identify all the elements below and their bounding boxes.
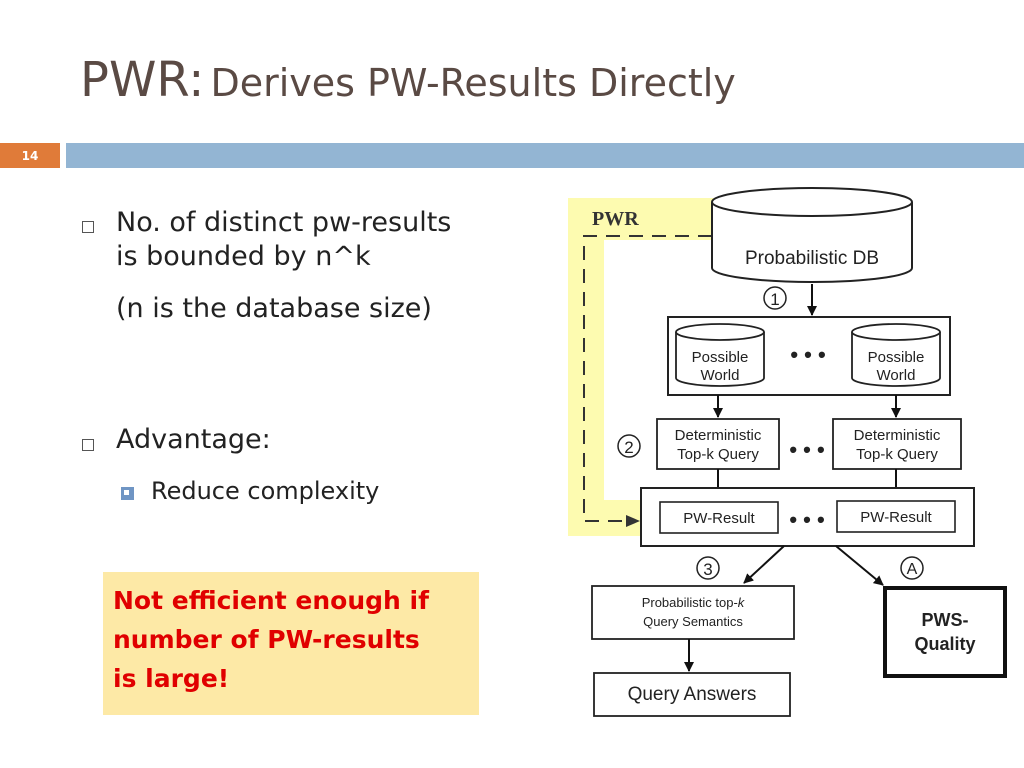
queries-ellipsis: • • • bbox=[789, 437, 824, 462]
dq1-line1: Deterministic bbox=[675, 427, 762, 444]
pts-line1-text: Probabilistic top- bbox=[642, 595, 738, 610]
pws-quality-box bbox=[883, 586, 1007, 678]
pw1-line2: World bbox=[701, 367, 740, 384]
dq1-line2: Top-k Query bbox=[677, 446, 759, 463]
note-line: number of PW-results bbox=[113, 624, 420, 654]
step-3-circle bbox=[696, 556, 720, 580]
pwr-highlight bbox=[568, 198, 720, 536]
callout-note: Not efficient enough if number of PW-res… bbox=[103, 572, 479, 715]
bullet-line: is bounded by n^k bbox=[116, 240, 371, 272]
bullet-text: Advantage: bbox=[116, 424, 271, 455]
slide-title: PWR:Derives PW-Results Directly bbox=[80, 52, 736, 108]
slide-number: 14 bbox=[0, 143, 60, 168]
pw-result-1-label: PW-Result bbox=[683, 510, 755, 527]
bullet-square-icon bbox=[82, 221, 94, 233]
note-line: is large! bbox=[113, 663, 230, 693]
dq2-line1: Deterministic bbox=[854, 427, 941, 444]
pts-k-text: k bbox=[738, 595, 746, 610]
pw-result-2-box bbox=[836, 500, 956, 533]
possible-world-1-cylinder bbox=[675, 323, 765, 387]
bullet-square-icon bbox=[82, 439, 94, 451]
sub-bullet-text: Reduce complexity bbox=[151, 477, 380, 505]
pts-line1: Probabilistic top-k bbox=[642, 595, 746, 610]
pw2-line2: World bbox=[877, 367, 916, 384]
pts-line2: Query Semantics bbox=[643, 614, 743, 629]
prob-topk-semantics-box bbox=[591, 585, 795, 640]
query-answers-box bbox=[593, 672, 791, 717]
pw-result-2-label: PW-Result bbox=[860, 509, 932, 526]
title-main: PWR: bbox=[80, 52, 205, 108]
pwr-label: PWR bbox=[592, 208, 639, 230]
arrow-results-to-semantics bbox=[743, 545, 785, 584]
arrow-results-to-pws-quality bbox=[835, 545, 884, 586]
pw1-line1: Possible bbox=[692, 349, 749, 366]
header-bar bbox=[66, 143, 1024, 168]
step-1-circle bbox=[763, 286, 787, 310]
worlds-ellipsis: • • • bbox=[790, 342, 825, 367]
bullet-line: No. of distinct pw-results bbox=[116, 207, 452, 238]
step-2-circle bbox=[617, 434, 641, 458]
deterministic-query-2-box bbox=[832, 418, 962, 470]
title-subtitle: Derives PW-Results Directly bbox=[210, 61, 736, 105]
dq2-line2: Top-k Query bbox=[856, 446, 938, 463]
results-ellipsis: • • • bbox=[789, 507, 824, 532]
pws-line1: PWS- bbox=[922, 610, 969, 630]
probabilistic-db-cylinder bbox=[711, 187, 913, 283]
step-3-label: 3 bbox=[703, 560, 712, 579]
pw2-line1: Possible bbox=[868, 349, 925, 366]
possible-world-2-cylinder bbox=[851, 323, 941, 387]
step-2-label: 2 bbox=[624, 438, 633, 457]
sub-bullet-icon bbox=[121, 487, 134, 500]
step-a-circle bbox=[900, 556, 924, 580]
query-answers-label: Query Answers bbox=[628, 684, 757, 705]
pwr-dashed-path bbox=[583, 235, 712, 522]
pw-result-1-box bbox=[659, 501, 779, 534]
bullet-line: (n is the database size) bbox=[116, 292, 432, 324]
step-a-label: A bbox=[907, 561, 918, 578]
bullet-text: No. of distinct pw-results is bounded by… bbox=[116, 206, 451, 325]
db-label: Probabilistic DB bbox=[745, 248, 879, 269]
pwr-arrowhead bbox=[626, 515, 640, 527]
pws-line2: Quality bbox=[914, 634, 975, 654]
note-line: Not efficient enough if bbox=[113, 586, 429, 615]
step-1-label: 1 bbox=[770, 290, 779, 309]
